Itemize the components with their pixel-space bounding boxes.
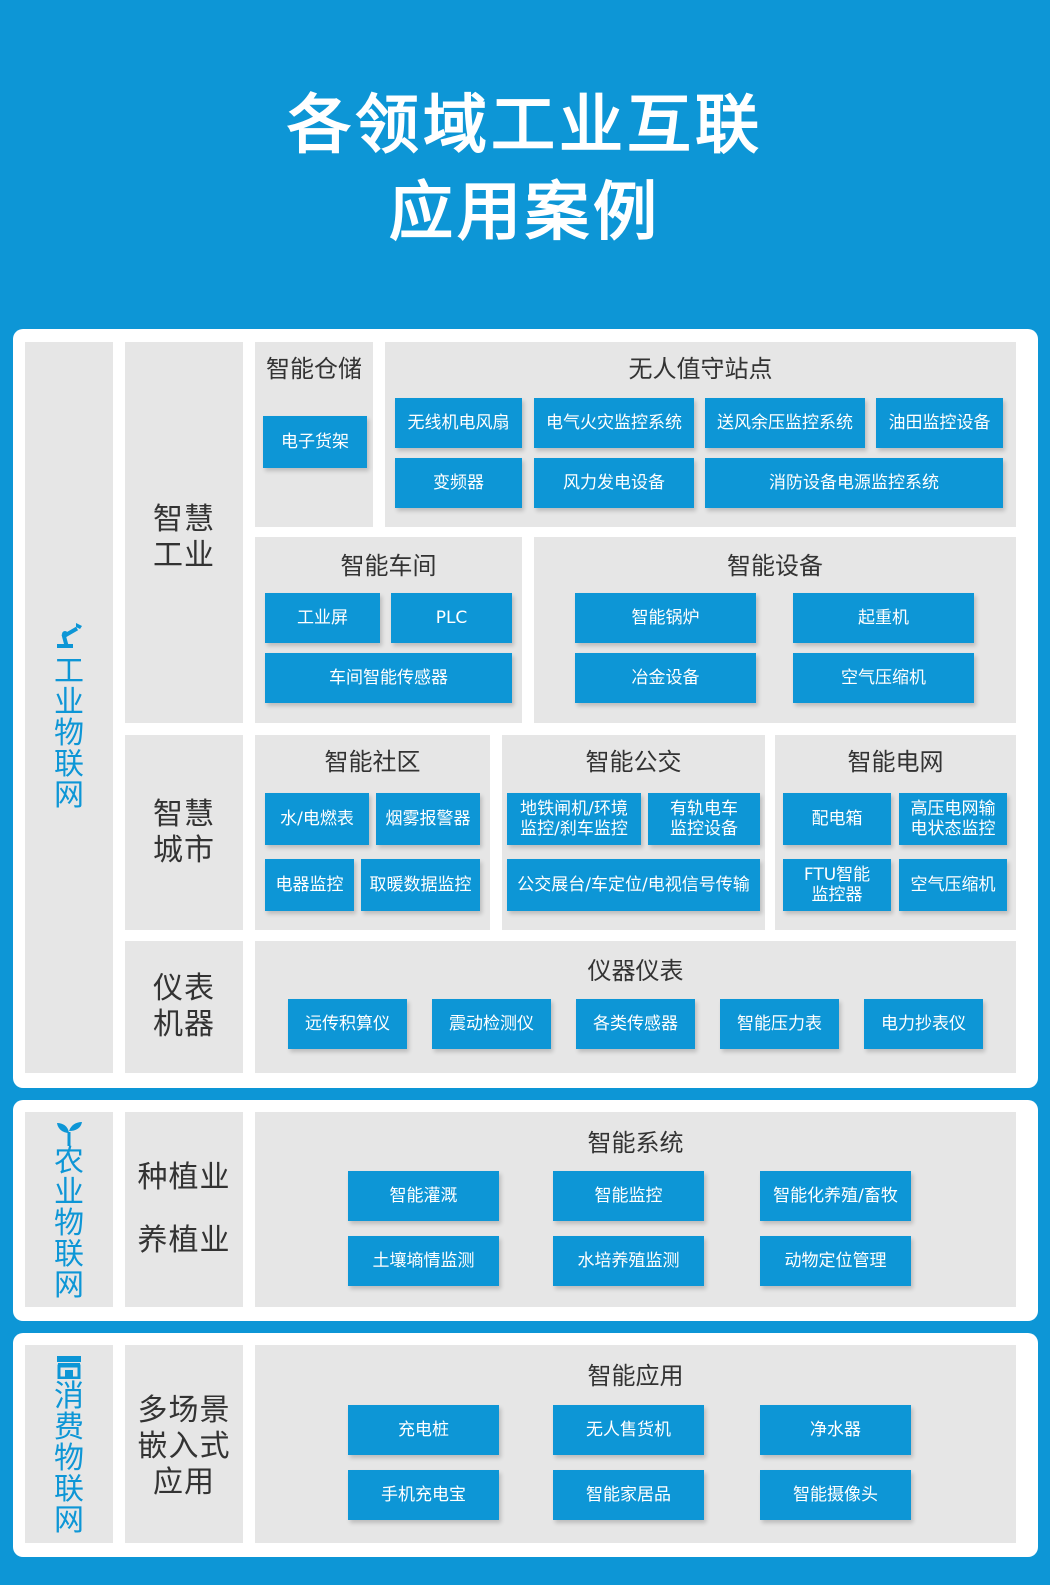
agriculture-label: 农业物联网: [49, 1120, 89, 1301]
smart-city-label-box: 智慧 城市: [125, 735, 243, 930]
smart-camera-button[interactable]: 智能摄像头: [760, 1470, 911, 1520]
electronic-shelf-button[interactable]: 电子货架: [263, 416, 367, 468]
plc-button[interactable]: PLC: [391, 593, 512, 643]
grid-title: 智能电网: [847, 748, 944, 776]
smart-breeding-button[interactable]: 智能化养殖/畜牧: [760, 1171, 911, 1221]
smart-boiler-button[interactable]: 智能锅炉: [575, 593, 756, 643]
workshop-panel: 智能车间 工业屏 PLC 车间智能传感器: [255, 537, 522, 723]
breeding-label: 养植业: [137, 1223, 231, 1258]
smart-industry-label-box: 智慧 工业: [125, 342, 243, 723]
industrial-screen-button[interactable]: 工业屏: [265, 593, 380, 643]
power-bank-button[interactable]: 手机充电宝: [348, 1470, 499, 1520]
unmanned-station-panel: 无人值守站点 无线机电风扇 电气火灾监控系统 送风余压监控系统 油田监控设备 变…: [385, 342, 1016, 527]
sensors-button[interactable]: 各类传感器: [576, 999, 695, 1049]
appliance-monitor-button[interactable]: 电器监控: [265, 859, 354, 911]
smart-home-button[interactable]: 智能家居品: [553, 1470, 704, 1520]
fire-power-monitor-button[interactable]: 消防设备电源监控系统: [705, 458, 1003, 508]
hydroponic-monitor-button[interactable]: 水培养殖监测: [553, 1236, 704, 1286]
hv-grid-monitor-button[interactable]: 高压电网输 电状态监控: [899, 793, 1007, 845]
smart-application-panel: 智能应用 充电桩 无人售货机 净水器 手机充电宝 智能家居品 智能摄像头: [255, 1345, 1016, 1543]
remote-integrator-button[interactable]: 远传积算仪: [288, 999, 407, 1049]
meter-reader-button[interactable]: 电力抄表仪: [864, 999, 983, 1049]
workshop-title: 智能车间: [340, 552, 437, 580]
air-compressor-button[interactable]: 空气压缩机: [793, 653, 974, 703]
industrial-label-column: 工业物联网: [25, 342, 113, 1073]
inverter-button[interactable]: 变频器: [395, 458, 522, 508]
equipment-panel: 智能设备 智能锅炉 起重机 冶金设备 空气压缩机: [534, 537, 1016, 723]
metro-gate-button[interactable]: 地铁闸机/环境 监控/刹车监控: [507, 793, 641, 845]
smart-system-panel: 智能系统 智能灌溉 智能监控 智能化养殖/畜牧 土壤墒情监测 水培养殖监测 动物…: [255, 1112, 1016, 1307]
tram-monitor-button[interactable]: 有轨电车 监控设备: [648, 793, 760, 845]
instruments-title: 仪器仪表: [587, 957, 684, 985]
heating-data-button[interactable]: 取暖数据监控: [361, 859, 480, 911]
soil-moisture-button[interactable]: 土壤墒情监测: [348, 1236, 499, 1286]
storefront-icon: [57, 1356, 81, 1379]
consumer-iot-card: 消费物联网 多场景 嵌入式 应用 智能应用 充电桩 无人售货机 净水器 手机充电…: [13, 1333, 1038, 1557]
grid-panel: 智能电网 配电箱 高压电网输 电状态监控 FTU智能 监控器 空气压缩机: [775, 735, 1016, 930]
instruments-label: 仪表 机器: [153, 971, 215, 1042]
transit-panel: 智能公交 地铁闸机/环境 监控/刹车监控 有轨电车 监控设备 公交展台/车定位/…: [502, 735, 765, 930]
equipment-title: 智能设备: [727, 552, 823, 580]
vibration-detector-button[interactable]: 震动检测仪: [432, 999, 551, 1049]
smart-system-title: 智能系统: [587, 1129, 684, 1157]
utility-meter-button[interactable]: 水/电燃表: [265, 793, 369, 845]
wind-power-button[interactable]: 风力发电设备: [534, 458, 694, 508]
vending-machine-button[interactable]: 无人售货机: [553, 1405, 704, 1455]
distribution-box-button[interactable]: 配电箱: [783, 793, 891, 845]
community-panel: 智能社区 水/电燃表 烟雾报警器 电器监控 取暖数据监控: [255, 735, 490, 930]
smart-application-title: 智能应用: [587, 1362, 684, 1390]
crane-button[interactable]: 起重机: [793, 593, 974, 643]
industrial-label: 工业物联网: [49, 620, 89, 811]
agriculture-label-column: 农业物联网: [25, 1112, 113, 1307]
industrial-iot-card: 工业物联网 智慧 工业 智能仓储 电子货架 无人值守站点 无线机电风扇 电气火灾…: [13, 329, 1038, 1088]
workshop-sensor-button[interactable]: 车间智能传感器: [265, 653, 512, 703]
grid-air-compressor-button[interactable]: 空气压缩机: [899, 859, 1007, 911]
instruments-panel: 仪器仪表 远传积算仪 震动检测仪 各类传感器 智能压力表 电力抄表仪: [255, 941, 1016, 1073]
pressure-gauge-button[interactable]: 智能压力表: [720, 999, 839, 1049]
water-purifier-button[interactable]: 净水器: [760, 1405, 911, 1455]
charging-pile-button[interactable]: 充电桩: [348, 1405, 499, 1455]
metallurgy-button[interactable]: 冶金设备: [575, 653, 756, 703]
smart-irrigation-button[interactable]: 智能灌溉: [348, 1171, 499, 1221]
consumer-label: 消费物联网: [49, 1355, 89, 1536]
agriculture-category-box: 种植业 养植业: [125, 1112, 243, 1307]
page-title-line1: 各领域工业互联: [287, 89, 763, 163]
smart-monitor-button[interactable]: 智能监控: [553, 1171, 704, 1221]
consumer-category-box: 多场景 嵌入式 应用: [125, 1345, 243, 1543]
planting-label: 种植业: [137, 1160, 231, 1195]
pressure-monitor-button[interactable]: 送风余压监控系统: [705, 398, 865, 448]
bus-station-button[interactable]: 公交展台/车定位/电视信号传输: [507, 859, 760, 911]
consumer-category-label: 多场景 嵌入式 应用: [137, 1393, 231, 1500]
instruments-label-box: 仪表 机器: [125, 941, 243, 1073]
warehouse-panel: 智能仓储 电子货架: [255, 342, 373, 527]
ftu-monitor-button[interactable]: FTU智能 监控器: [783, 859, 891, 911]
fire-monitor-button[interactable]: 电气火灾监控系统: [534, 398, 694, 448]
consumer-label-column: 消费物联网: [25, 1345, 113, 1543]
oilfield-monitor-button[interactable]: 油田监控设备: [876, 398, 1003, 448]
transit-title: 智能公交: [585, 748, 682, 776]
smart-city-label: 智慧 城市: [153, 797, 215, 868]
sprout-icon: [57, 1122, 82, 1146]
agriculture-iot-card: 农业物联网 种植业 养植业 智能系统 智能灌溉 智能监控 智能化养殖/畜牧 土壤…: [13, 1100, 1038, 1321]
warehouse-title: 智能仓储: [266, 355, 362, 383]
community-title: 智能社区: [324, 748, 421, 776]
unmanned-station-title: 无人值守站点: [628, 355, 773, 383]
page-title-line2: 应用案例: [389, 176, 661, 250]
smoke-alarm-button[interactable]: 烟雾报警器: [376, 793, 480, 845]
robot-arm-icon: [57, 623, 82, 648]
animal-location-button[interactable]: 动物定位管理: [760, 1236, 911, 1286]
smart-industry-label: 智慧 工业: [153, 502, 215, 573]
wireless-fan-button[interactable]: 无线机电风扇: [395, 398, 522, 448]
